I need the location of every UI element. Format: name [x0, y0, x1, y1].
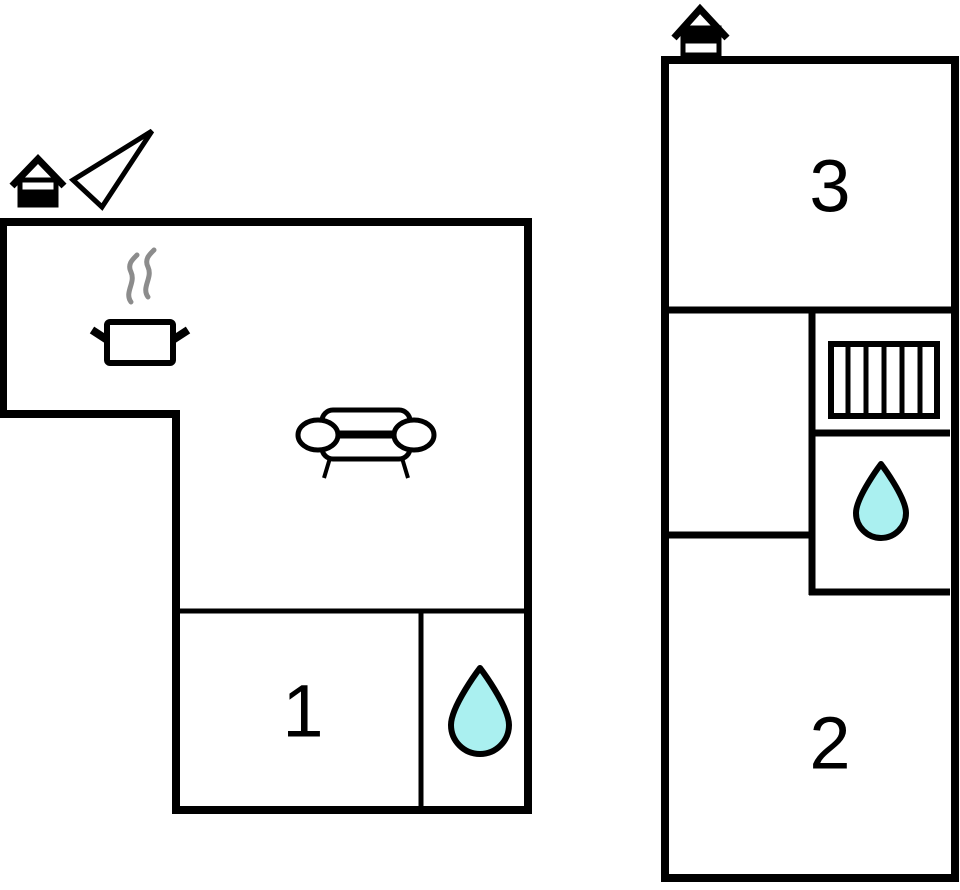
room-label-2: 2 [809, 702, 850, 785]
door-house-icon-right [671, 3, 730, 58]
water-drop-icon-right [853, 461, 909, 541]
room-label-3: 3 [809, 145, 850, 228]
door-house-icon-left [9, 153, 67, 208]
building-left: 1 [0, 128, 532, 814]
building-right: 3 2 [661, 3, 959, 882]
room-label-1: 1 [282, 670, 323, 753]
sofa-icon [295, 407, 437, 479]
right-exterior-wall [661, 56, 959, 882]
left-exterior-wall [0, 218, 532, 814]
door-swing-arc-icon [68, 128, 155, 211]
cooking-pot-icon [89, 247, 191, 366]
radiator-stairs-icon [828, 341, 940, 419]
water-drop-icon-left [448, 665, 512, 757]
